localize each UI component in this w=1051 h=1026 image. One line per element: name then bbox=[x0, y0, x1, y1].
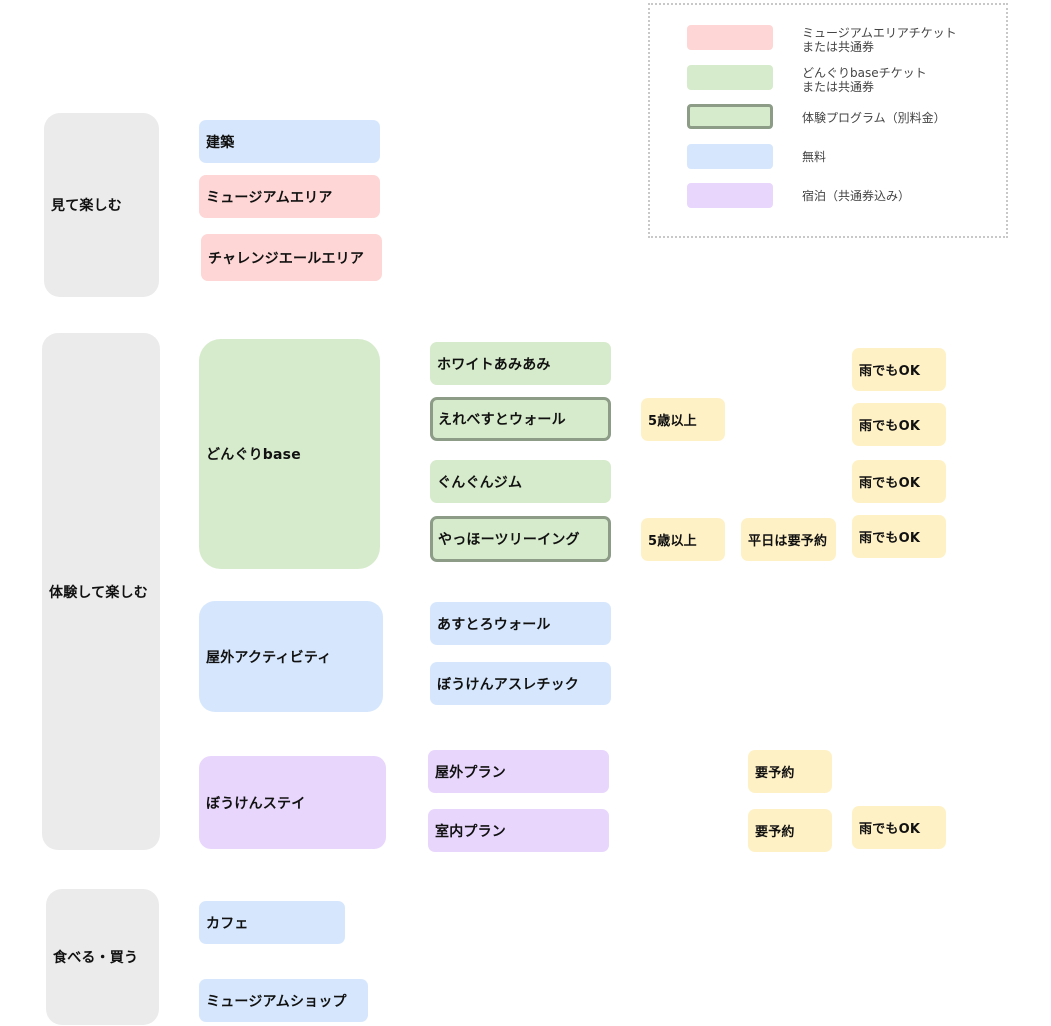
legend-swatch-stay bbox=[687, 183, 773, 208]
node-astro-wall: あすとろウォール bbox=[430, 602, 611, 645]
node-gungun-gym: ぐんぐんジム bbox=[430, 460, 611, 503]
legend-swatch-donguri-ticket bbox=[687, 65, 773, 90]
legend-label-line: 無料 bbox=[802, 150, 827, 164]
legend-label-line: 体験プログラム（別料金） bbox=[802, 111, 946, 125]
badge-age-5-plus: 5歳以上 bbox=[641, 398, 725, 441]
badge-reservation-required: 要予約 bbox=[748, 809, 832, 852]
badge-age-5-plus: 5歳以上 bbox=[641, 518, 725, 561]
category-see: 見て楽しむ bbox=[44, 113, 159, 297]
node-outdoor-plan: 屋外プラン bbox=[428, 750, 609, 793]
legend-label-donguri-ticket: どんぐりbaseチケット または共通券 bbox=[802, 66, 927, 94]
node-elevest-wall: えれべすとウォール bbox=[430, 397, 611, 441]
badge-rain-ok: 雨でもOK bbox=[852, 806, 946, 849]
legend-swatch-museum-ticket bbox=[687, 25, 773, 50]
legend-swatch-program bbox=[687, 104, 773, 129]
legend-label-museum-ticket: ミュージアムエリアチケット または共通券 bbox=[802, 26, 957, 54]
node-museum-shop: ミュージアムショップ bbox=[199, 979, 368, 1022]
legend: ミュージアムエリアチケット または共通券 どんぐりbaseチケット または共通券… bbox=[648, 3, 1008, 238]
badge-rain-ok: 雨でもOK bbox=[852, 460, 946, 503]
node-cafe: カフェ bbox=[199, 901, 345, 944]
badge-rain-ok: 雨でもOK bbox=[852, 348, 946, 391]
node-outdoor-activity: 屋外アクティビティ bbox=[199, 601, 383, 712]
node-bouken-athletic: ぼうけんアスレチック bbox=[430, 662, 611, 705]
legend-label-line: または共通券 bbox=[802, 40, 875, 54]
legend-label-free: 無料 bbox=[802, 150, 826, 164]
badge-reservation-required: 要予約 bbox=[748, 750, 832, 793]
category-eat-buy: 食べる・買う bbox=[46, 889, 159, 1025]
legend-label-program: 体験プログラム（別料金） bbox=[802, 111, 946, 125]
node-bouken-stay: ぼうけんステイ bbox=[199, 756, 386, 849]
legend-swatch-free bbox=[687, 144, 773, 169]
legend-label-line: 宿泊（共通券込み） bbox=[802, 189, 911, 203]
badge-rain-ok: 雨でもOK bbox=[852, 515, 946, 558]
legend-label-line: ミュージアムエリアチケット bbox=[802, 26, 957, 40]
legend-label-line: どんぐりbaseチケット bbox=[802, 66, 927, 80]
node-white-amiami: ホワイトあみあみ bbox=[430, 342, 611, 385]
node-yahho-treeing: やっほーツリーイング bbox=[430, 516, 611, 562]
legend-label-stay: 宿泊（共通券込み） bbox=[802, 189, 910, 203]
legend-label-line: または共通券 bbox=[802, 80, 875, 94]
category-experience: 体験して楽しむ bbox=[42, 333, 160, 850]
node-indoor-plan: 室内プラン bbox=[428, 809, 609, 852]
node-donguri-base: どんぐりbase bbox=[199, 339, 380, 569]
node-architecture: 建築 bbox=[199, 120, 380, 163]
node-challenge-area: チャレンジエールエリア bbox=[201, 234, 382, 281]
badge-weekday-reservation: 平日は要予約 bbox=[741, 518, 836, 561]
badge-rain-ok: 雨でもOK bbox=[852, 403, 946, 446]
node-museum-area: ミュージアムエリア bbox=[199, 175, 380, 218]
